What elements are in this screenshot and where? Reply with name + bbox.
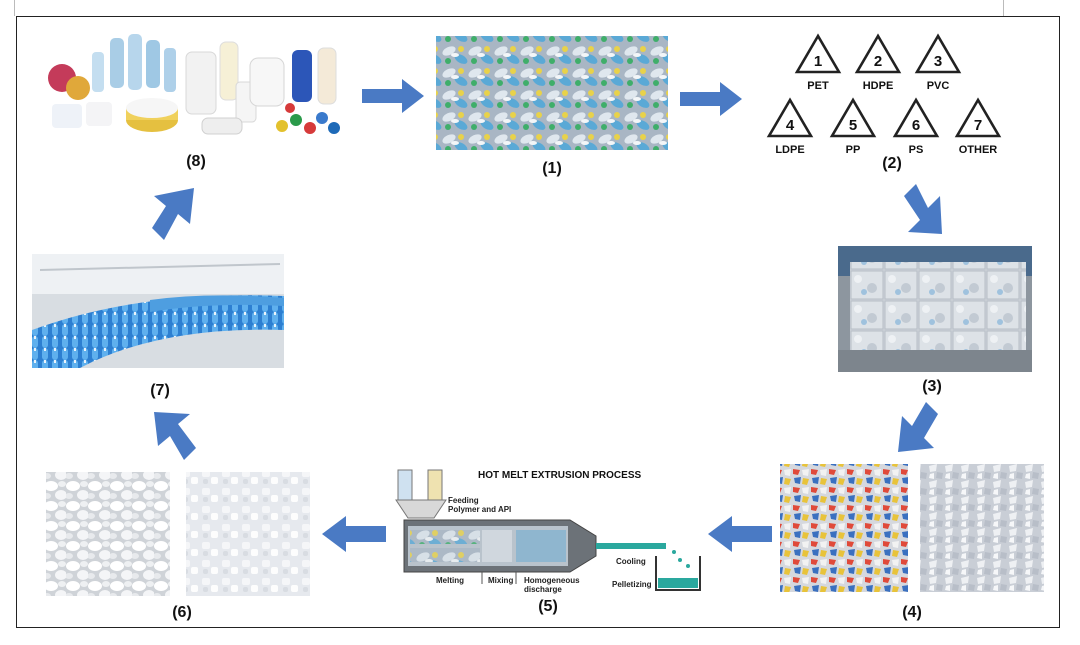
arrow-6-to-7	[154, 412, 196, 460]
resin-code-abbrev: LDPE	[775, 144, 805, 156]
arrow-5-to-6	[322, 516, 386, 552]
step-label-8: (8)	[186, 153, 206, 170]
step-label-5: (5)	[538, 598, 558, 615]
arrow-1-to-2	[680, 82, 742, 116]
resin-code-symbols	[766, 33, 1002, 138]
resin-code-number: 4	[785, 117, 795, 134]
extrusion-schematic	[395, 469, 701, 591]
photo-clear-flakes	[920, 464, 1044, 592]
step-label-2: (2)	[882, 155, 902, 172]
resin-code-number: 2	[873, 53, 883, 70]
resin-code-number: 6	[911, 117, 921, 134]
arrow-4-to-5	[708, 516, 772, 552]
photo-translucent-pellets	[186, 472, 310, 596]
photo-plastic-bales	[838, 246, 1032, 372]
extrusion-feeding: Feeding	[448, 496, 479, 505]
arrow-8-to-1	[362, 79, 424, 113]
arrow-3-to-4	[898, 402, 938, 452]
extrusion-homogeneous: Homogeneous	[524, 576, 580, 585]
step-label-4: (4)	[902, 604, 922, 621]
resin-code-number: 5	[848, 117, 858, 134]
resin-code-number: 7	[973, 117, 983, 134]
photo-white-pellets	[46, 472, 170, 596]
resin-code-abbrev: OTHER	[958, 144, 998, 156]
resin-code-number: 1	[813, 53, 823, 70]
resin-code-abbrev: PS	[908, 144, 924, 156]
extrusion-mixing: Mixing	[488, 576, 514, 585]
photo-color-flakes	[780, 464, 908, 592]
extrusion-cooling: Cooling	[616, 557, 646, 566]
photo-plastic-products	[40, 34, 352, 150]
step-label-6: (6)	[172, 604, 192, 621]
resin-code-abbrev: PVC	[926, 80, 950, 92]
step-label-7: (7)	[150, 382, 170, 399]
extrusion-feeding-sub: Polymer and API	[448, 505, 512, 514]
flow-arrows	[152, 79, 942, 552]
photo-bottling-line	[32, 254, 284, 368]
resin-code-abbrev: PET	[807, 80, 829, 92]
resin-code-number: 3	[933, 53, 943, 70]
resin-code-abbrev: HDPE	[862, 80, 894, 92]
arrow-7-to-8	[152, 188, 194, 240]
step-label-1: (1)	[542, 160, 562, 177]
extrusion-discharge: discharge	[524, 585, 562, 594]
extrusion-melting: Melting	[436, 576, 464, 585]
extrusion-title: HOT MELT EXTRUSION PROCESS	[478, 470, 642, 481]
corner-mark-right	[1003, 0, 1004, 16]
extrusion-pelletizing: Pelletizing	[612, 580, 652, 589]
arrow-2-to-3	[904, 184, 942, 234]
corner-mark-left	[14, 0, 15, 16]
step-label-3: (3)	[922, 378, 942, 395]
resin-code-abbrev: PP	[845, 144, 861, 156]
photo-plastic-waste	[436, 36, 668, 150]
